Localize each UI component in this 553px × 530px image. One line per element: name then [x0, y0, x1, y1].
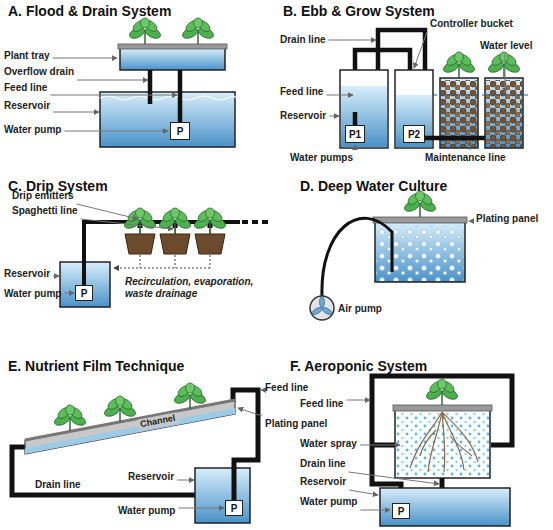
leader-line — [261, 390, 262, 391]
leader-line — [50, 95, 177, 96]
part-label: Water pump — [300, 496, 357, 508]
leader-line — [53, 276, 59, 277]
part-label: Overflow drain — [4, 66, 74, 78]
panel-title: E. Nutrient Film Technique — [8, 358, 184, 375]
leader-line — [329, 40, 376, 41]
leader-line — [414, 32, 427, 68]
part-label: Feed line — [265, 382, 308, 394]
leader-line — [505, 54, 506, 93]
pump-box: P1 — [345, 125, 365, 143]
nutrient-film-technique — [12, 383, 258, 523]
part-label: Reservoir — [128, 471, 174, 483]
part-label: Plating panel — [265, 418, 327, 430]
panel-title: A. Flood & Drain System — [8, 3, 171, 20]
part-label: Reservoir — [280, 110, 326, 122]
drip-system — [60, 208, 268, 307]
pump-box: P — [392, 503, 410, 519]
part-label: Plant tray — [4, 50, 50, 62]
part-label: Drain line — [280, 34, 326, 46]
pump-box: P2 — [403, 125, 425, 143]
panel-title: B. Ebb & Grow System — [283, 3, 435, 20]
pump-box: P — [225, 500, 243, 516]
leader-line — [53, 58, 117, 59]
pump-letter: P — [177, 126, 184, 137]
leader-line — [470, 141, 471, 150]
part-label: Plating panel — [476, 213, 538, 225]
part-label: Spaghetti line — [12, 205, 78, 217]
part-label: Air pump — [338, 303, 382, 315]
aeroponic-system — [372, 376, 512, 526]
deep-water-culture — [310, 191, 467, 320]
leader-line — [329, 116, 339, 117]
part-label: Reservoir — [300, 476, 346, 488]
part-label: Water pumps — [290, 152, 353, 164]
panel-title: D. Deep Water Culture — [300, 178, 447, 195]
part-label: Water level — [480, 40, 532, 52]
part-label: Recirculation, evaporation, waste draina… — [125, 276, 265, 300]
leader-line — [355, 145, 356, 150]
pump-box: P — [75, 285, 93, 301]
part-label: Water pump — [118, 505, 175, 517]
leader-line — [360, 445, 400, 446]
leader-line — [238, 408, 262, 416]
part-label: Water pump — [4, 124, 61, 136]
part-label: Water spray — [300, 438, 357, 450]
pump-letter: P2 — [408, 129, 420, 140]
leader-line — [53, 112, 99, 113]
pump-letter: P — [231, 503, 238, 514]
part-label: Feed line — [280, 86, 323, 98]
pump-letter: P — [398, 506, 405, 517]
part-label: Reservoir — [4, 268, 50, 280]
part-label: Feed line — [4, 82, 47, 94]
part-label: Drain line — [300, 458, 346, 470]
leader-line — [349, 472, 439, 484]
leader-line — [77, 80, 148, 81]
part-label: Drip emitters — [12, 190, 74, 202]
leader-line — [349, 490, 378, 495]
leader-line — [77, 204, 138, 219]
part-label: Feed line — [300, 398, 343, 410]
flood-drain-system — [100, 18, 235, 147]
part-label: Maintenance line — [425, 152, 506, 164]
leader-line — [469, 221, 473, 222]
leader-line — [177, 480, 194, 481]
leader-line — [64, 293, 74, 294]
pump-box: P — [170, 122, 190, 140]
part-label: Reservoir — [4, 100, 50, 112]
leader-line — [81, 219, 173, 229]
pump-letter: P1 — [349, 129, 361, 140]
panel-title: F. Aeroponic System — [290, 358, 427, 375]
leader-line — [346, 400, 370, 401]
part-label: Water pump — [4, 288, 61, 300]
leader-line — [178, 508, 224, 509]
leader-line — [360, 510, 390, 511]
leader-line — [64, 131, 168, 132]
leader-line — [326, 95, 353, 96]
part-label: Controller bucket — [430, 18, 513, 30]
part-label: Drain line — [35, 479, 81, 491]
pump-letter: P — [81, 288, 88, 299]
